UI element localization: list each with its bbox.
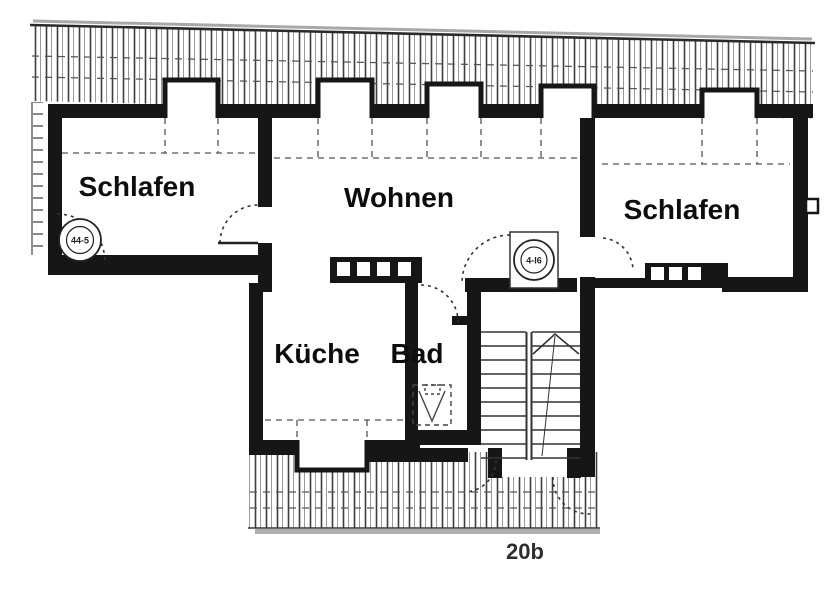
wall-bad-bottom [405,430,481,445]
stamp-inner-circle [65,225,95,255]
vent-shaft-v-mark [418,390,446,423]
room-label-bad: Bad [391,338,444,369]
dormer-3 [424,81,484,118]
wall-left-exterior [48,104,62,257]
window-opening [669,267,682,280]
stamp-outer-circle [513,239,555,281]
roof-dashed-line-1 [31,55,814,72]
wall-kueche-left [249,283,263,455]
wall-stair-right [580,277,595,477]
wall-stair-exit-right [567,448,581,478]
dormer-2 [315,77,375,118]
staircase [481,331,580,460]
door-arc-stair-landing [461,234,511,284]
stamp-outer-circle [58,218,102,262]
wall-thin-segment [595,278,650,288]
dormer-4 [538,83,597,118]
window-opening [337,262,350,276]
vent-shaft-inner [424,384,441,395]
dormer-5 [699,87,760,118]
walls [48,104,813,478]
roof-hatch-top [29,19,816,119]
stair-direction-line [541,335,556,457]
roof-hatch-top-fill [30,26,815,119]
stair-direction-chevron [532,332,580,355]
room-label-schlafen-right: Schlafen [624,194,741,225]
wall-schlafen-right-bottom [722,277,808,292]
wall-bad-stair-divider [467,283,481,445]
window-opening [688,267,701,280]
stamp-inner-circle [520,246,548,274]
wall-stair-exit-left [488,448,502,478]
stair-exit-opening [502,448,567,477]
wall-kueche-bad-divider [405,283,418,430]
wall-schlafen-left-bottom [48,255,260,275]
wall-hall-bottom [367,448,468,462]
wall-divider-right-upper [580,104,595,237]
wall-divider-left-lower [258,243,272,292]
window-opening [651,267,664,280]
dormer-1 [162,77,221,118]
roof-hatch-left [31,102,48,255]
room-label-kueche: Küche [274,338,360,369]
window-opening [377,262,390,276]
plan-caption: 20b [506,539,544,564]
door-arc-exit-left [465,459,497,493]
room-label-wohnen: Wohnen [344,182,454,213]
window-opening [357,262,370,276]
door-arc-exit-right [552,476,591,515]
stamp-left-corner: 44-5 [58,218,102,262]
dashed-projection-lines [62,118,790,440]
roof-dashed-line-2 [31,76,814,93]
window-opening [398,262,411,276]
wall-divider-left-upper [258,104,272,207]
roof-edge-shadow-top [32,19,813,41]
door-arc-schlafen-left [219,204,259,244]
door-arc-bad [420,284,459,323]
roof-edge-line-top [29,23,816,45]
stamp-left-text: 44-5 [71,236,89,246]
dormers-top [162,77,760,118]
window-marker-right [804,197,820,215]
stamp-stairs: 4-I6 [513,239,555,281]
stamp-stairs-text: 4-I6 [526,256,542,266]
door-arc-schlafen-right [602,237,634,272]
wall-bad-door-stub [452,316,470,325]
roof-hatch-left-fill [32,102,48,255]
dormer-bottom-kueche [294,440,370,473]
room-label-schlafen-left: Schlafen [79,171,196,202]
vent-shaft-outline [412,384,452,426]
ventilation-shaft [412,384,452,426]
roof-edge-shadow-bottom [255,529,600,534]
wall-right-exterior [793,117,808,292]
